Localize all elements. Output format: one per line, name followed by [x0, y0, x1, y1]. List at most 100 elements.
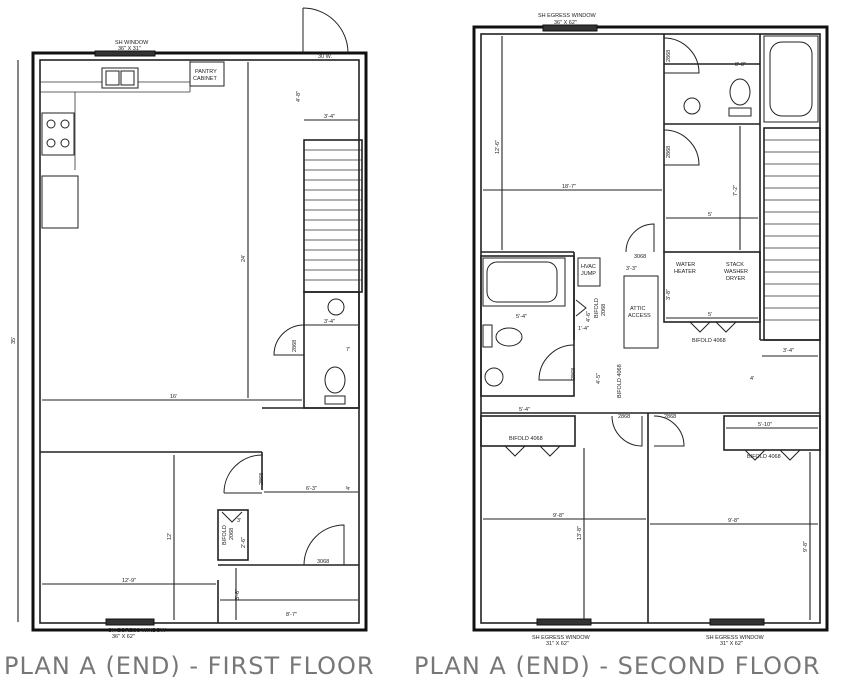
sf-bifold-4068-hall: BIFOLD 4068	[692, 338, 726, 344]
first-floor-caption: PLAN A (END) - FIRST FLOOR	[4, 652, 375, 680]
pantry-cabinet	[189, 61, 225, 87]
first-floor-sink	[327, 298, 345, 316]
ff-door-2868-b: 2868	[292, 340, 298, 352]
sf-bifold-2068-2: 2068	[601, 304, 607, 316]
laundry-room	[663, 251, 761, 323]
ff-dim-4-8: 4'-8"	[296, 91, 302, 102]
sf-dim-3-3: 3'-3"	[626, 266, 637, 272]
sf-attic-label-1: ATTIC	[630, 306, 646, 312]
sf-dim-9-8b: 9'-8"	[728, 518, 739, 524]
sf-window-top-label-2: 36" X 62"	[554, 20, 577, 26]
range-cooktop	[41, 112, 75, 156]
ff-dim-3-4-top: 3'-4"	[324, 114, 335, 120]
ff-bifold-2: 2068	[229, 528, 235, 540]
second-floor-plan	[472, 24, 829, 632]
sf-dim-5b: 5'	[708, 312, 712, 318]
sf-bifold-4068-bl: BIFOLD 4068	[509, 436, 543, 442]
first-floor-labels: SH WINDOW 36" X 31" PANTRY CABINET 30 W.…	[11, 40, 352, 640]
sf-dim-4-5: 4'-5"	[596, 373, 602, 384]
sf-dim-4: 4'	[750, 376, 754, 382]
sf-door-3068: 3068	[634, 254, 646, 260]
sf-window-bl-label-1: SH EGRESS WINDOW	[532, 635, 591, 641]
ff-door-2868-a: 2868	[259, 473, 265, 485]
bedroom-3-closet	[723, 415, 821, 451]
ff-dim-35: 35'	[11, 337, 17, 344]
sf-bifold-4068-v: BIFOLD 4068	[617, 364, 623, 398]
sf-hvac-label-2: JUMP	[581, 271, 596, 277]
ff-window-bottom-label-2: 36" X 62"	[112, 634, 135, 640]
sf-dim-5: 5'	[708, 212, 712, 218]
second-floor-labels: SH EGRESS WINDOW 36" X 62" SH EGRESS WIN…	[495, 13, 809, 647]
ff-window-top-label-2: 36" X 31"	[118, 46, 141, 52]
sf-dim-9-8: 9'-8"	[553, 513, 564, 519]
ff-pantry-label-1: PANTRY	[195, 69, 217, 75]
sf-dim-5-4: 5'-4"	[516, 314, 527, 320]
hvac-jump	[577, 257, 601, 287]
hall-bath	[480, 255, 575, 397]
ff-dim-12: 12'	[167, 533, 173, 540]
ff-dim-4: 4'	[346, 486, 352, 490]
sf-dim-5-10: 5'-10"	[758, 422, 772, 428]
sf-stack-label-3: DRYER	[726, 276, 745, 282]
sf-stack-label-2: WASHER	[724, 269, 748, 275]
first-floor-toilet	[324, 366, 346, 394]
sf-door-2868-tr: 2868	[666, 50, 672, 62]
master-sink	[683, 97, 701, 115]
ff-dim-7: 7'	[346, 347, 350, 353]
first-floor-plan	[17, 7, 368, 632]
first-floor-exterior-wall	[31, 51, 368, 632]
sf-door-2868-mid: 2868	[571, 368, 577, 380]
ff-dim-3-4-mid: 3'-4"	[324, 319, 335, 325]
ff-dim-3: 3'	[237, 518, 241, 524]
attic-access	[623, 275, 659, 349]
second-floor-bottom-right-window	[709, 618, 765, 626]
sf-dim-9-8v: 9'-8"	[803, 541, 809, 552]
sf-dim-7-2: 7'-2"	[733, 185, 739, 196]
sf-water-heater-label-1: WATER	[676, 262, 695, 268]
ff-dim-2-6: 2'-6"	[241, 537, 247, 548]
second-floor-exterior-wall	[472, 25, 829, 632]
sf-door-2868-l: 2868	[618, 414, 630, 420]
sf-door-2868-tr2: 2868	[666, 146, 672, 158]
sf-door-2868-r: 2868	[664, 414, 676, 420]
sf-dim-18-7: 18'-7"	[562, 184, 576, 190]
second-floor-top-window	[542, 24, 598, 32]
sf-dim-1-4: 1'-4"	[578, 326, 589, 332]
ff-dim-6-3: 6'-3"	[306, 486, 317, 492]
ff-window-top-label-1: SH WINDOW	[115, 40, 149, 46]
ff-pantry-label-2: CABINET	[193, 76, 217, 82]
first-floor-bottom-window	[105, 618, 155, 626]
ff-door-30: 30 W.	[318, 54, 333, 60]
first-floor-stairs	[303, 139, 363, 293]
sf-window-top-label-1: SH EGRESS WINDOW	[538, 13, 597, 19]
ff-bifold-1: BIFOLD	[222, 525, 228, 545]
hall-toilet	[495, 327, 523, 347]
sf-bifold-2068-1: BIFOLD	[594, 298, 600, 318]
sf-dim-5-4b: 5'-4"	[519, 407, 530, 413]
sf-dim-12-6: 12'-6"	[495, 140, 501, 154]
ff-window-bottom-label-1: SH EGRESS WINDOW	[108, 628, 167, 634]
refrigerator	[41, 175, 79, 229]
ff-dim-12-9: 12'-9"	[122, 578, 136, 584]
sf-dim-3-8: 3'-8"	[666, 289, 672, 300]
sf-window-br-label-1: SH EGRESS WINDOW	[706, 635, 765, 641]
sf-attic-label-2: ACCESS	[628, 313, 651, 319]
sf-window-br-label-2: 31" X 62"	[720, 641, 743, 647]
ff-dim-24: 24'	[241, 255, 247, 262]
master-toilet	[729, 78, 751, 106]
sf-stack-label-1: STACK	[726, 262, 744, 268]
first-floor-top-window	[94, 50, 156, 57]
sf-bifold-4068-br: BIFOLD 4068	[747, 454, 781, 460]
second-floor-bottom-left-window	[536, 618, 592, 626]
sf-dim-8-8: 8'-8"	[735, 62, 746, 68]
sf-dim-4-6: 4'-6"	[586, 311, 592, 322]
sf-dim-13-8: 13'-8"	[577, 526, 583, 540]
second-floor-caption: PLAN A (END) - SECOND FLOOR	[414, 652, 821, 680]
sf-window-bl-label-2: 31" X 62"	[546, 641, 569, 647]
sf-hvac-label-1: HVAC	[581, 264, 596, 270]
sf-dim-3-4: 3'-4"	[783, 348, 794, 354]
ff-dim-16: 16'	[170, 394, 177, 400]
ff-door-3068: 3068	[317, 559, 329, 565]
sf-water-heater-label-2: HEATER	[674, 269, 696, 275]
